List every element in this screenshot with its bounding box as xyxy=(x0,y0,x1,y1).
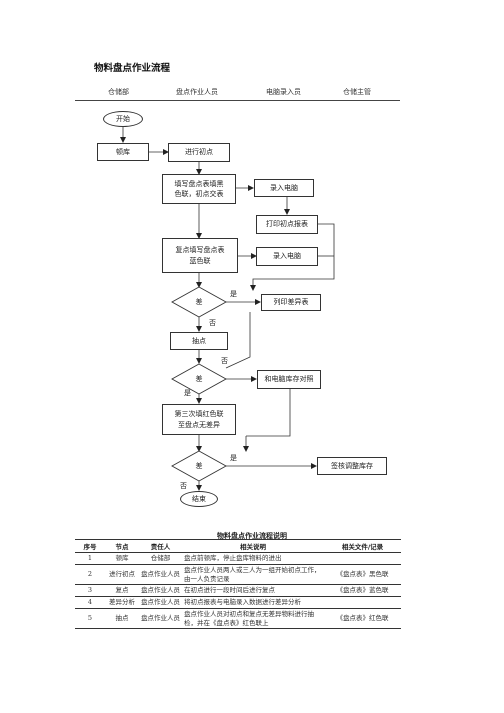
diamond-3-text: 差 xyxy=(195,462,203,470)
cell-desc: 盘点作业人员对初点和复点无差异物料进行抽检，并在《盘点表》红色联上 xyxy=(182,608,324,630)
node-fill-black-line1: 填写盘点表填黑 xyxy=(174,179,224,188)
edge-compare-down xyxy=(246,389,291,437)
flowchart-connectors xyxy=(120,127,335,491)
node-recount: 复点填写盘点表 蓝色联 xyxy=(162,238,238,273)
node-fill-black-line2: 色联，初点交表 xyxy=(174,190,224,198)
table-row: 3 复点 盘点作业人员 在初点进行一段时间后进行复点 《盘点表》蓝色联 xyxy=(75,584,401,598)
label-yes-1: 是 xyxy=(230,290,237,298)
cell-no: 2 xyxy=(75,564,105,586)
header-no: 序号 xyxy=(75,539,105,553)
cell-no: 5 xyxy=(75,608,105,630)
node-sample: 抽点 xyxy=(170,332,228,350)
node-input-computer-2: 录入电脑 xyxy=(256,247,318,266)
cell-no: 3 xyxy=(75,584,105,598)
header-doc: 相关文件/记录 xyxy=(324,539,401,553)
label-yes-3: 是 xyxy=(230,454,237,462)
label-no-1: 否 xyxy=(209,319,216,327)
node-third-count-line1: 第三次填红色联 xyxy=(174,410,224,419)
process-description-table: 序号 节点 责任人 相关说明 相关文件/记录 1 顿库 仓储部 盘点前顿库，停止… xyxy=(75,539,401,630)
node-recount-line1: 复点填写盘点表 xyxy=(175,246,225,255)
decision-diamond-3 xyxy=(171,450,227,482)
page-title: 物料盘点作业流程 xyxy=(94,63,171,74)
cell-owner: 盘点作业人员 xyxy=(139,608,182,630)
node-lock: 顿库 xyxy=(97,143,149,161)
node-initial-count: 进行初点 xyxy=(168,143,230,162)
diamond-1-text: 差 xyxy=(195,298,203,306)
cell-doc xyxy=(324,596,401,609)
node-approve-adjust: 签核调整库存 xyxy=(317,457,387,475)
table-caption: 物料盘点作业流程说明 xyxy=(217,532,287,540)
label-no-2: 否 xyxy=(221,357,228,365)
start-terminal: 开始 xyxy=(103,111,143,127)
table-row: 1 顿库 仓储部 盘点前顿库，停止盘库物料的进出 xyxy=(75,552,401,565)
table-row: 5 抽点 盘点作业人员 盘点作业人员对初点和复点无差异物料进行抽检，并在《盘点表… xyxy=(75,608,401,630)
role-supervisor: 仓储主管 xyxy=(343,88,371,96)
table-row: 2 进行初点 盘点作业人员 盘点作业人员两人或三人为一组开始初点工作，由一人负责… xyxy=(75,564,401,586)
node-diff-report: 列印差异表 xyxy=(261,294,321,311)
cell-doc: 《盘点表》蓝色联 xyxy=(324,584,401,598)
cell-node: 抽点 xyxy=(105,608,139,630)
label-yes-2: 是 xyxy=(184,389,191,397)
role-counter: 盘点作业人员 xyxy=(176,88,218,96)
cell-no: 1 xyxy=(75,552,105,565)
cell-desc: 在初点进行一段时间后进行复点 xyxy=(182,584,324,598)
edge-report-diff2 xyxy=(225,312,251,369)
table-row: 4 差异分析 盘点作业人员 将初点报表与电脑录入数据进行差异分析 xyxy=(75,596,401,609)
cell-node: 顿库 xyxy=(105,552,139,565)
node-third-count-line2: 至盘点无差异 xyxy=(178,420,220,429)
header-owner: 责任人 xyxy=(139,539,182,553)
cell-owner: 仓储部 xyxy=(139,552,182,565)
cell-owner: 盘点作业人员 xyxy=(139,596,182,609)
role-warehouse: 仓储部 xyxy=(108,88,129,96)
header-divider xyxy=(75,100,400,101)
diamond-2-text: 差 xyxy=(195,375,203,383)
cell-desc: 盘点前顿库，停止盘库物料的进出 xyxy=(182,552,324,565)
cell-doc: 《盘点表》红色联 xyxy=(324,608,401,630)
cell-doc xyxy=(324,552,401,565)
decision-diamond-1 xyxy=(171,286,227,318)
node-third-count: 第三次填红色联 至盘点无差异 xyxy=(162,404,236,435)
node-stock-compare: 和电脑库存对照 xyxy=(257,370,321,389)
role-data-entry: 电脑录入员 xyxy=(266,88,301,96)
header-desc: 相关说明 xyxy=(182,539,324,553)
end-terminal: 结束 xyxy=(180,491,218,507)
edge-print-diff xyxy=(250,223,335,291)
label-no-3: 否 xyxy=(180,482,187,490)
cell-desc: 将初点报表与电脑录入数据进行差异分析 xyxy=(182,596,324,609)
node-input-computer-1: 录入电脑 xyxy=(254,179,314,197)
cell-node: 进行初点 xyxy=(105,564,139,586)
cell-no: 4 xyxy=(75,596,105,609)
cell-node: 差异分析 xyxy=(105,596,139,609)
cell-node: 复点 xyxy=(105,584,139,598)
header-node: 节点 xyxy=(105,539,139,553)
cell-desc: 盘点作业人员两人或三人为一组开始初点工作，由一人负责记录 xyxy=(182,564,324,586)
table-header-row: 序号 节点 责任人 相关说明 相关文件/记录 xyxy=(75,539,401,553)
node-fill-black: 填写盘点表填黑 色联，初点交表 xyxy=(162,174,236,204)
decision-diamond-2 xyxy=(171,363,227,395)
cell-doc: 《盘点表》黑色联 xyxy=(324,564,401,586)
cell-owner: 盘点作业人员 xyxy=(139,584,182,598)
cell-owner: 盘点作业人员 xyxy=(139,564,182,586)
node-print-report: 打印初点报表 xyxy=(256,215,318,234)
node-recount-line2: 蓝色联 xyxy=(189,256,211,265)
